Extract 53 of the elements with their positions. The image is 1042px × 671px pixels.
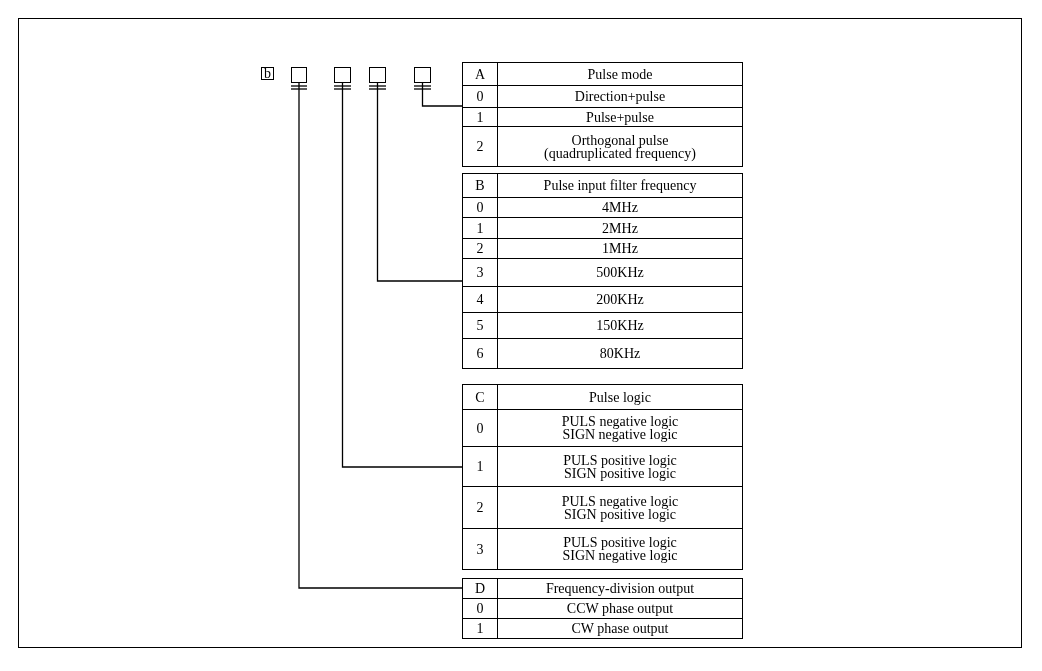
code-digit-box bbox=[414, 67, 431, 83]
connector-line bbox=[421, 82, 463, 107]
setting-description: 1MHz bbox=[602, 242, 638, 255]
table-letter-cell: D bbox=[462, 578, 498, 599]
value-code-cell: 3 bbox=[462, 258, 498, 287]
setting-description: PULS positive logic SIGN positive logic bbox=[562, 453, 678, 480]
parameter-table bbox=[462, 62, 743, 167]
value-code-cell: 0 bbox=[462, 598, 498, 619]
value-code-cell: 0 bbox=[462, 197, 498, 218]
parameter-table bbox=[462, 384, 743, 570]
setting-description: PULS negative logic SIGN positive logic bbox=[560, 494, 680, 521]
value-code-cell: 2 bbox=[462, 126, 498, 167]
parameter-table bbox=[462, 578, 743, 639]
setting-description: Pulse+pulse bbox=[586, 110, 654, 124]
connector-line bbox=[341, 82, 463, 468]
setting-description: 150KHz bbox=[596, 319, 644, 332]
setting-description: 200KHz bbox=[596, 293, 644, 306]
table-heading: Pulse logic bbox=[589, 390, 651, 404]
table-heading: Pulse input filter frequency bbox=[543, 179, 697, 192]
value-code-cell: 0 bbox=[462, 85, 498, 108]
value-code-cell: 5 bbox=[462, 312, 498, 339]
setting-description: 2MHz bbox=[602, 221, 638, 235]
setting-description: PULS negative logic SIGN negative logic bbox=[560, 415, 680, 441]
code-digit-box bbox=[334, 67, 351, 83]
table-letter-cell: A bbox=[462, 62, 498, 86]
setting-description: 500KHz bbox=[596, 266, 644, 279]
value-code-cell: 2 bbox=[462, 238, 498, 259]
value-code-cell: 1 bbox=[462, 107, 498, 127]
code-digit-box bbox=[291, 67, 307, 83]
table-letter-cell: C bbox=[462, 384, 498, 410]
setting-description: Direction+pulse bbox=[574, 90, 666, 103]
setting-description: Orthogonal pulse (quadruplicated frequency) bbox=[543, 133, 697, 160]
setting-description: CCW phase output bbox=[566, 602, 674, 615]
value-code-cell: 6 bbox=[462, 338, 498, 369]
setting-description: CW phase output bbox=[571, 622, 669, 635]
value-code-cell: 1 bbox=[462, 217, 498, 239]
value-code-cell: 2 bbox=[462, 486, 498, 529]
table-heading: Frequency-division output bbox=[545, 582, 695, 595]
setting-description: PULS positive logic SIGN negative logic bbox=[561, 536, 679, 562]
value-code-cell: 3 bbox=[462, 528, 498, 570]
connector-line bbox=[298, 82, 463, 589]
value-code-cell: 4 bbox=[462, 286, 498, 313]
parameter-table bbox=[462, 173, 743, 369]
value-code-cell: 0 bbox=[462, 409, 498, 447]
code-digit-box bbox=[369, 67, 386, 83]
setting-description: 80KHz bbox=[599, 347, 641, 360]
value-code-cell: 1 bbox=[462, 446, 498, 487]
setting-description: 4MHz bbox=[602, 201, 638, 214]
table-letter-cell: B bbox=[462, 173, 498, 198]
connector-line bbox=[376, 82, 463, 282]
table-heading: Pulse mode bbox=[587, 67, 653, 81]
value-code-cell: 1 bbox=[462, 618, 498, 639]
code-letter-box: b bbox=[261, 67, 274, 80]
